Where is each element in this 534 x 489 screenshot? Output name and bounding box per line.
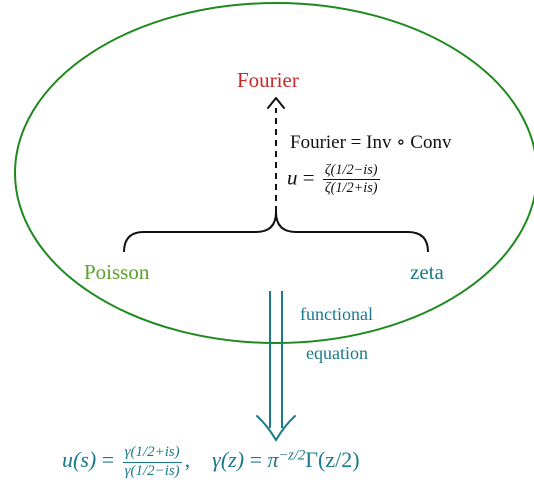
double-arrow-head	[256, 415, 296, 442]
u-symbol: u	[287, 165, 298, 190]
big-gamma-term: Γ(z/2)	[305, 447, 360, 473]
formula-comma: ,	[184, 447, 191, 473]
dashed-arrow-head	[267, 97, 285, 109]
gamma-fraction: γ(1/2+is) γ(1/2−is)	[122, 444, 182, 479]
gamma-formula: u(s) = γ(1/2+is) γ(1/2−is) , γ(z) = π−z/…	[62, 444, 360, 479]
node-fourier: Fourier	[237, 68, 299, 92]
gamma-of-z: γ(z)	[212, 447, 245, 473]
node-zeta: zeta	[410, 260, 444, 284]
bottom-equals-1: =	[101, 447, 115, 473]
zeta-fraction-numerator: ζ(1/2−is)	[322, 162, 380, 180]
zeta-fraction: ζ(1/2−is) ζ(1/2+is)	[322, 162, 380, 196]
pi-symbol: π	[267, 447, 279, 473]
gamma-fraction-denominator: γ(1/2−is)	[124, 462, 180, 479]
functional-label-line2: equation	[306, 343, 368, 363]
gamma-fraction-numerator: γ(1/2+is)	[122, 444, 182, 463]
identity-annotation: Fourier = Inv ∘ Conv	[290, 132, 452, 153]
functional-label-line1: functional	[300, 304, 373, 324]
u-equals: =	[302, 165, 315, 190]
bottom-equals-2: =	[249, 447, 262, 473]
ellipse-boundary	[14, 2, 534, 344]
node-poisson: Poisson	[84, 260, 150, 284]
u-of-s: u(s)	[62, 447, 97, 473]
zeta-fraction-denominator: ζ(1/2+is)	[324, 179, 378, 196]
curly-brace	[123, 211, 429, 253]
pi-exponent: −z/2	[278, 447, 306, 464]
u-zeta-formula: u = ζ(1/2−is) ζ(1/2+is)	[287, 163, 383, 196]
